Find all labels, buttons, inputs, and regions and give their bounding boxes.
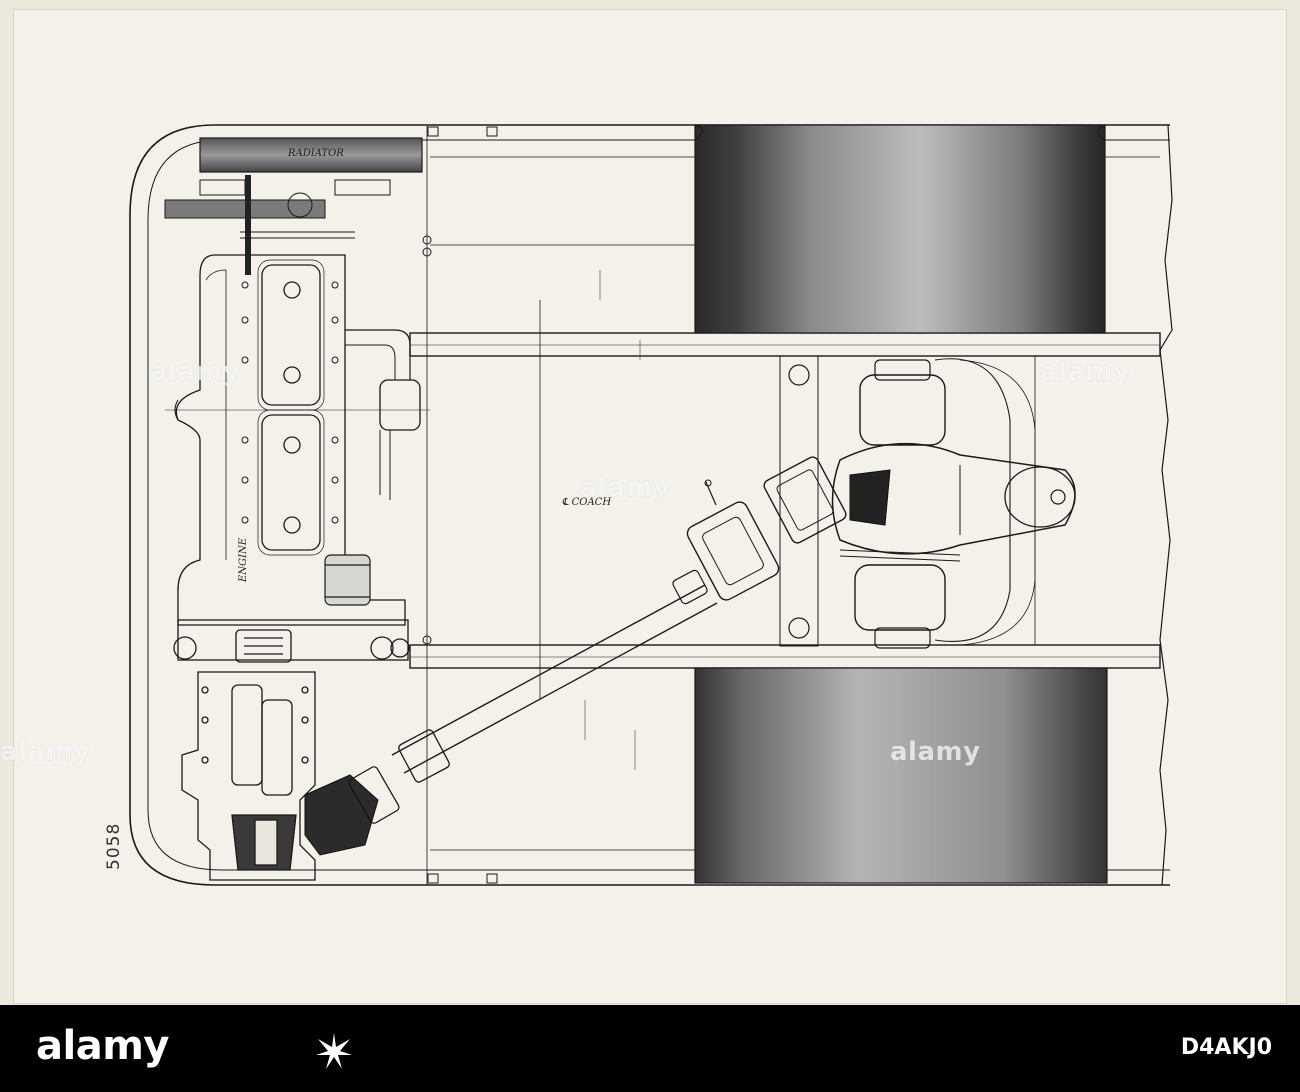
propeller-shaft xyxy=(391,479,780,783)
watermark: alamy xyxy=(1040,357,1131,387)
centerline-label: ℄ COACH xyxy=(562,497,612,508)
bell-housing xyxy=(173,619,410,663)
footer-bar: alamy D4AKJ0 xyxy=(0,1005,1300,1092)
break-line xyxy=(1159,124,1173,886)
engine-block xyxy=(174,254,421,626)
axle-arc xyxy=(934,358,1011,642)
radiator xyxy=(164,137,423,275)
oil-filter xyxy=(324,554,371,606)
radiator-label: RADIATOR xyxy=(288,148,344,159)
watermark: alamy xyxy=(890,737,981,767)
frame-outline xyxy=(129,124,1170,886)
gearbox xyxy=(181,671,316,881)
rear-wheel-upper xyxy=(694,124,1106,334)
brand-mark-icon xyxy=(316,1033,352,1069)
angle-drive xyxy=(304,766,400,856)
watermark: alamy xyxy=(150,357,241,387)
watermark: alamy xyxy=(580,473,671,503)
brand-logo: alamy xyxy=(36,1023,169,1069)
sheet-number: 5058 xyxy=(104,822,124,870)
engine-label: ENGINE xyxy=(238,537,249,582)
chassis-plan-drawing xyxy=(129,124,1173,886)
image-id: D4AKJ0 xyxy=(1180,1035,1272,1060)
frame-clips xyxy=(422,126,498,884)
watermark: alamy xyxy=(0,737,91,767)
rear-axle xyxy=(763,355,1076,649)
rear-wheel-lower xyxy=(694,667,1108,884)
